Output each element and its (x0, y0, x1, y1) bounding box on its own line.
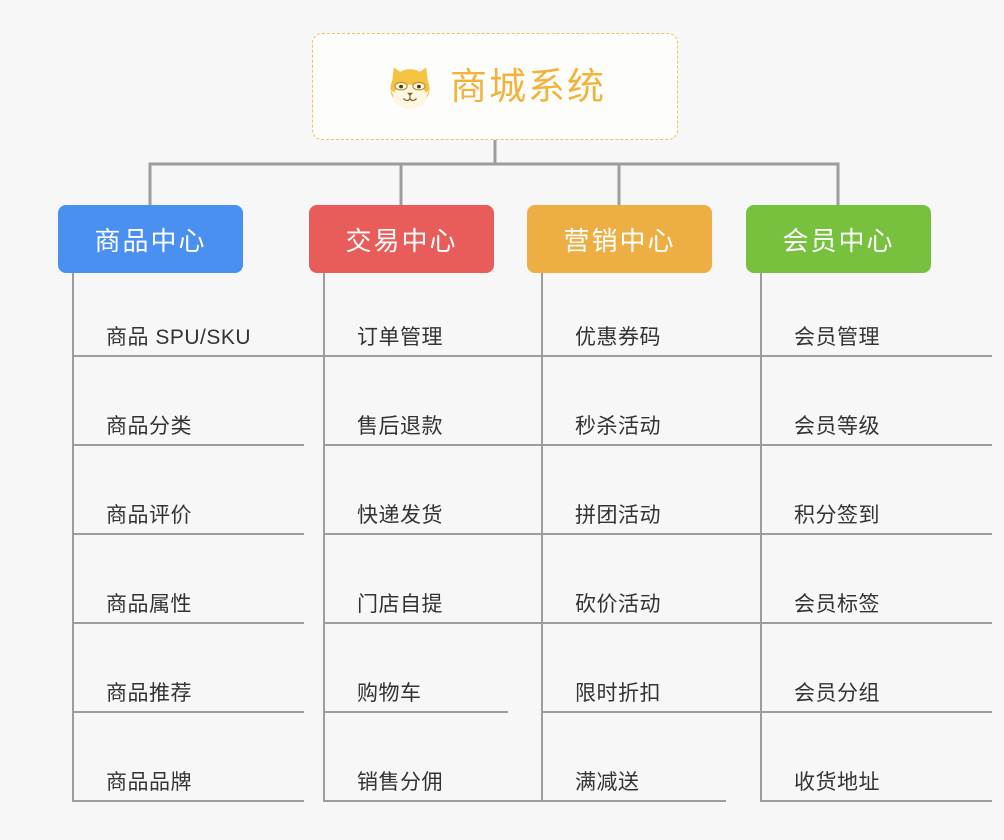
branch-header-4[interactable]: 会员中心 (746, 205, 931, 273)
branch-trunk-2 (323, 273, 325, 800)
leaf-underline (323, 355, 555, 357)
branch-header-label: 营销中心 (563, 225, 676, 256)
branch-trunk-4 (760, 273, 762, 800)
leaf-item[interactable]: 售后退款 (323, 410, 555, 444)
leaf-item[interactable]: 商品 SPU/SKU (72, 321, 323, 355)
leaf-underline (323, 711, 508, 713)
leaf-item[interactable]: 快递发货 (323, 499, 555, 533)
leaf-item-label: 秒杀活动 (575, 414, 661, 438)
leaf-item[interactable]: 商品分类 (72, 410, 304, 444)
leaf-item-label: 商品 SPU/SKU (106, 325, 252, 349)
leaf-underline (72, 800, 304, 802)
leaf-item[interactable]: 商品评价 (72, 499, 304, 533)
leaf-item[interactable]: 销售分佣 (323, 766, 555, 800)
branch-trunk-1 (72, 273, 74, 800)
root-node[interactable]: 商城系统 (312, 33, 678, 140)
leaf-item[interactable]: 收货地址 (760, 766, 992, 800)
leaf-item-label: 会员标签 (794, 592, 880, 616)
leaf-underline (72, 533, 304, 535)
leaf-item-label: 满减送 (575, 770, 640, 794)
leaf-item-label: 会员管理 (794, 325, 880, 349)
branch-header-label: 商品中心 (94, 225, 207, 256)
leaf-item[interactable]: 秒杀活动 (541, 410, 773, 444)
leaf-item-label: 商品评价 (106, 503, 192, 527)
leaf-item[interactable]: 会员标签 (760, 588, 992, 622)
leaf-underline (323, 800, 555, 802)
leaf-underline (541, 533, 773, 535)
leaf-item-label: 会员分组 (794, 681, 880, 705)
leaf-underline (760, 711, 992, 713)
leaf-item[interactable]: 拼团活动 (541, 499, 773, 533)
leaf-item[interactable]: 商品属性 (72, 588, 304, 622)
leaf-item-label: 订单管理 (357, 325, 443, 349)
leaf-underline (323, 622, 555, 624)
leaf-underline (72, 355, 323, 357)
leaf-underline (541, 711, 773, 713)
leaf-item[interactable]: 优惠券码 (541, 321, 773, 355)
leaf-underline (760, 533, 992, 535)
branch-header-label: 交易中心 (345, 225, 458, 256)
leaf-underline (72, 444, 304, 446)
leaf-underline (323, 533, 555, 535)
leaf-item-label: 商品属性 (106, 592, 192, 616)
leaf-item-label: 优惠券码 (575, 325, 661, 349)
leaf-item-label: 砍价活动 (575, 592, 661, 616)
leaf-underline (760, 355, 992, 357)
leaf-underline (72, 622, 304, 624)
leaf-item-label: 销售分佣 (357, 770, 443, 794)
leaf-underline (760, 800, 992, 802)
leaf-underline (72, 711, 304, 713)
leaf-underline (760, 444, 992, 446)
leaf-item[interactable]: 会员等级 (760, 410, 992, 444)
leaf-underline (541, 622, 773, 624)
leaf-underline (323, 444, 555, 446)
leaf-item-label: 商品分类 (106, 414, 192, 438)
leaf-item-label: 门店自提 (357, 592, 443, 616)
leaf-item-label: 购物车 (357, 681, 422, 705)
leaf-item-label: 收货地址 (794, 770, 880, 794)
leaf-item-label: 会员等级 (794, 414, 880, 438)
leaf-item[interactable]: 会员管理 (760, 321, 992, 355)
leaf-item[interactable]: 限时折扣 (541, 677, 773, 711)
leaf-item[interactable]: 门店自提 (323, 588, 555, 622)
leaf-underline (760, 622, 992, 624)
leaf-item-label: 积分签到 (794, 503, 880, 527)
leaf-item[interactable]: 购物车 (323, 677, 508, 711)
leaf-item[interactable]: 订单管理 (323, 321, 555, 355)
branch-header-2[interactable]: 交易中心 (309, 205, 494, 273)
branch-trunk-3 (541, 273, 543, 800)
leaf-item-label: 商品推荐 (106, 681, 192, 705)
branch-header-3[interactable]: 营销中心 (527, 205, 712, 273)
branch-header-1[interactable]: 商品中心 (58, 205, 243, 273)
leaf-item-label: 限时折扣 (575, 681, 661, 705)
root-title: 商城系统 (450, 66, 606, 107)
leaf-item[interactable]: 商品推荐 (72, 677, 304, 711)
leaf-underline (541, 355, 773, 357)
leaf-underline (541, 444, 773, 446)
leaf-item-label: 拼团活动 (575, 503, 661, 527)
leaf-item-label: 商品品牌 (106, 770, 192, 794)
leaf-item-label: 快递发货 (357, 503, 443, 527)
leaf-item-label: 售后退款 (357, 414, 443, 438)
leaf-item[interactable]: 商品品牌 (72, 766, 304, 800)
leaf-item[interactable]: 满减送 (541, 766, 726, 800)
shiba-dog-icon (390, 67, 430, 109)
leaf-item[interactable]: 积分签到 (760, 499, 992, 533)
leaf-underline (541, 800, 726, 802)
leaf-item[interactable]: 砍价活动 (541, 588, 773, 622)
leaf-item[interactable]: 会员分组 (760, 677, 992, 711)
branch-header-label: 会员中心 (782, 225, 895, 256)
